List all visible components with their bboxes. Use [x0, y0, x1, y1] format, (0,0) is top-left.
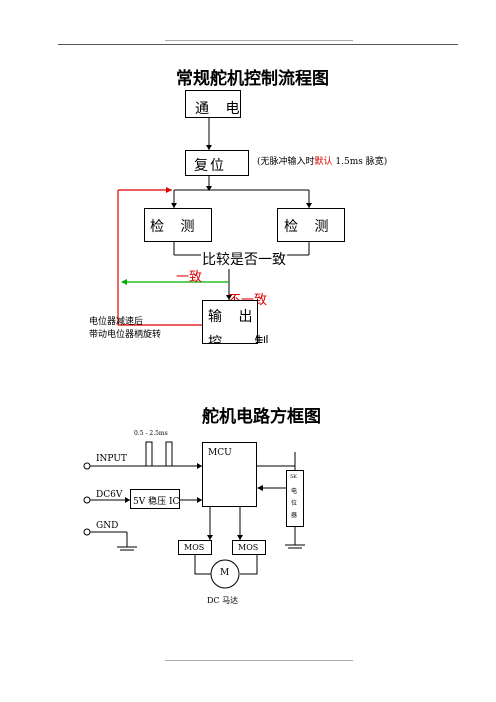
motor-symbol-label: M: [220, 568, 230, 578]
detect-left-label: 检 测: [150, 219, 201, 235]
circuit-title: 舵机电路方框图: [202, 407, 321, 427]
power-on-label: 通 电: [195, 101, 246, 117]
gnd-label: GND: [96, 521, 119, 531]
pot-label-3: 器: [291, 512, 298, 519]
motor-caption: DC 马达: [207, 596, 239, 605]
detect-right-label: 检 测: [284, 219, 335, 235]
output-control-box: [202, 300, 258, 344]
pot-label-1: 电: [291, 488, 298, 495]
consistent-label: 一致: [176, 270, 203, 285]
mos-right-label: MOS: [238, 543, 259, 552]
output-label: 输 出: [208, 309, 259, 325]
reset-note-suffix: 1.5ms 脉宽): [332, 157, 388, 167]
pulse-width-label: 0.5 - 2.5ms: [134, 430, 168, 437]
detect-right-box: [277, 208, 345, 242]
reset-label: 复位: [194, 158, 226, 174]
flowchart-title: 常规舵机控制流程图: [176, 69, 329, 89]
potentiometer-box: [286, 470, 304, 527]
detect-left-box: [144, 208, 212, 242]
pot-label-2: 位: [291, 500, 298, 507]
pot-note-line1: 电位器减速后: [89, 317, 144, 327]
mcu-box: [202, 442, 257, 507]
mos-right-box: [232, 540, 266, 555]
control-label: 控 制: [208, 335, 283, 343]
header-rule: [58, 44, 458, 45]
mos-left-label: MOS: [184, 543, 205, 552]
compare-label: 比较是否一致: [201, 249, 287, 269]
header-rule-short: [165, 40, 353, 41]
pot-label-5k: 5K: [290, 474, 297, 480]
reset-note: (无脉冲输入时默认 1.5ms 脉宽): [257, 154, 387, 167]
mos-left-box: [178, 540, 212, 555]
regulator-label: 5V 稳压 IC: [133, 497, 180, 507]
reset-note-default: 默认: [314, 157, 333, 167]
mcu-label: MCU: [208, 448, 232, 458]
pot-note-line2: 带动电位器柄旋转: [89, 330, 162, 340]
reset-note-prefix: (无脉冲输入时: [257, 157, 315, 167]
power-on-box: [185, 90, 241, 118]
input-label: INPUT: [96, 454, 127, 464]
dc6v-label: DC6V: [96, 490, 123, 500]
regulator-box: [130, 489, 180, 509]
reset-box: [185, 150, 249, 176]
footer-rule: [165, 660, 353, 661]
